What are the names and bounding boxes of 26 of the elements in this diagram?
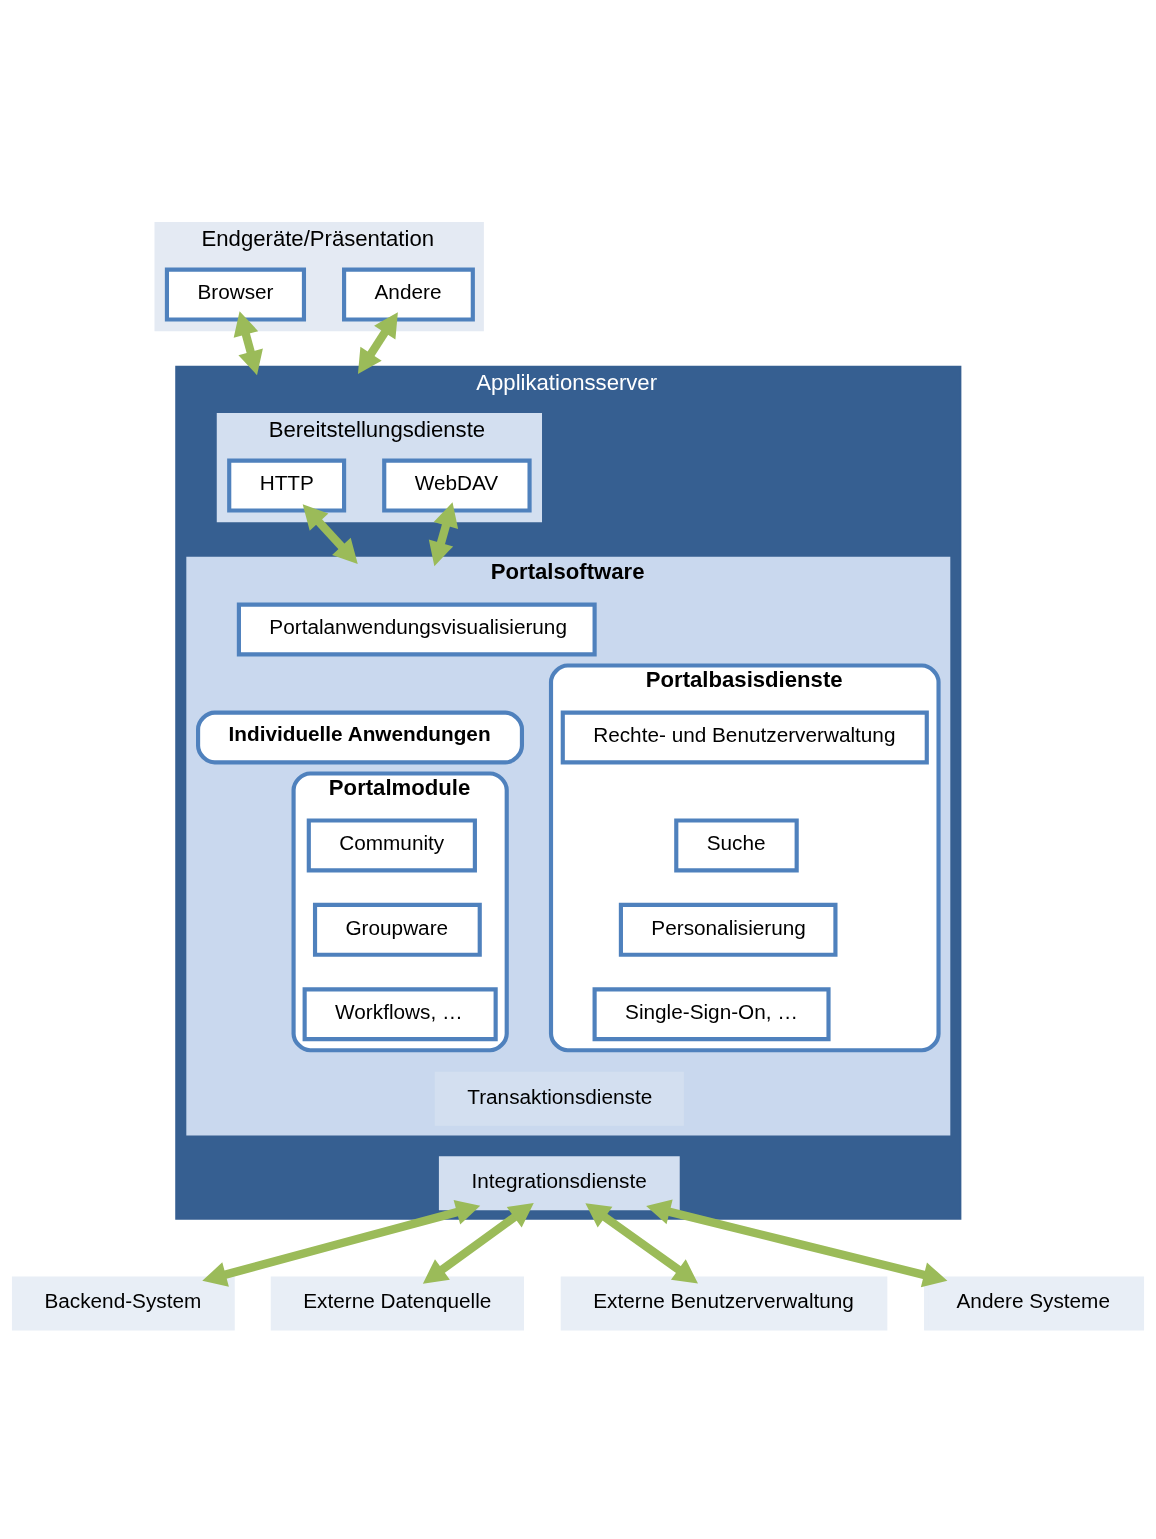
node-box: WebDAV	[382, 458, 532, 513]
node-box: Andere Systeme	[924, 1276, 1145, 1331]
arrow	[357, 311, 398, 374]
arrow	[585, 1202, 698, 1284]
node-box: Portalanwendungsvisualisierung	[236, 602, 597, 656]
arrow	[202, 1199, 481, 1287]
node-box: Browser	[164, 267, 307, 322]
arrow	[428, 501, 459, 566]
node-box: Groupware	[312, 902, 482, 957]
node-box: Backend-System	[11, 1276, 235, 1331]
node-box: Workflows, …	[302, 986, 498, 1041]
arrow	[233, 310, 263, 375]
arrow	[422, 1202, 534, 1284]
node-box: Rechte- und Benutzerverwaltung	[560, 710, 929, 764]
node-box: Externe Datenquelle	[270, 1276, 525, 1331]
node-box: Suche	[674, 817, 799, 872]
node-box: Andere	[342, 267, 475, 322]
arrow	[646, 1199, 948, 1287]
node-box: Individuelle Anwendungen	[196, 710, 525, 764]
node-box: HTTP	[227, 458, 347, 513]
node-box: Externe Benutzerverwaltung	[560, 1276, 888, 1331]
node-box: Personalisierung	[618, 902, 838, 957]
node-box: Single-Sign-On, …	[592, 986, 831, 1041]
node-box: Integrationsdienste	[438, 1155, 680, 1210]
node-box: Community	[306, 817, 477, 872]
arrow	[302, 503, 358, 564]
